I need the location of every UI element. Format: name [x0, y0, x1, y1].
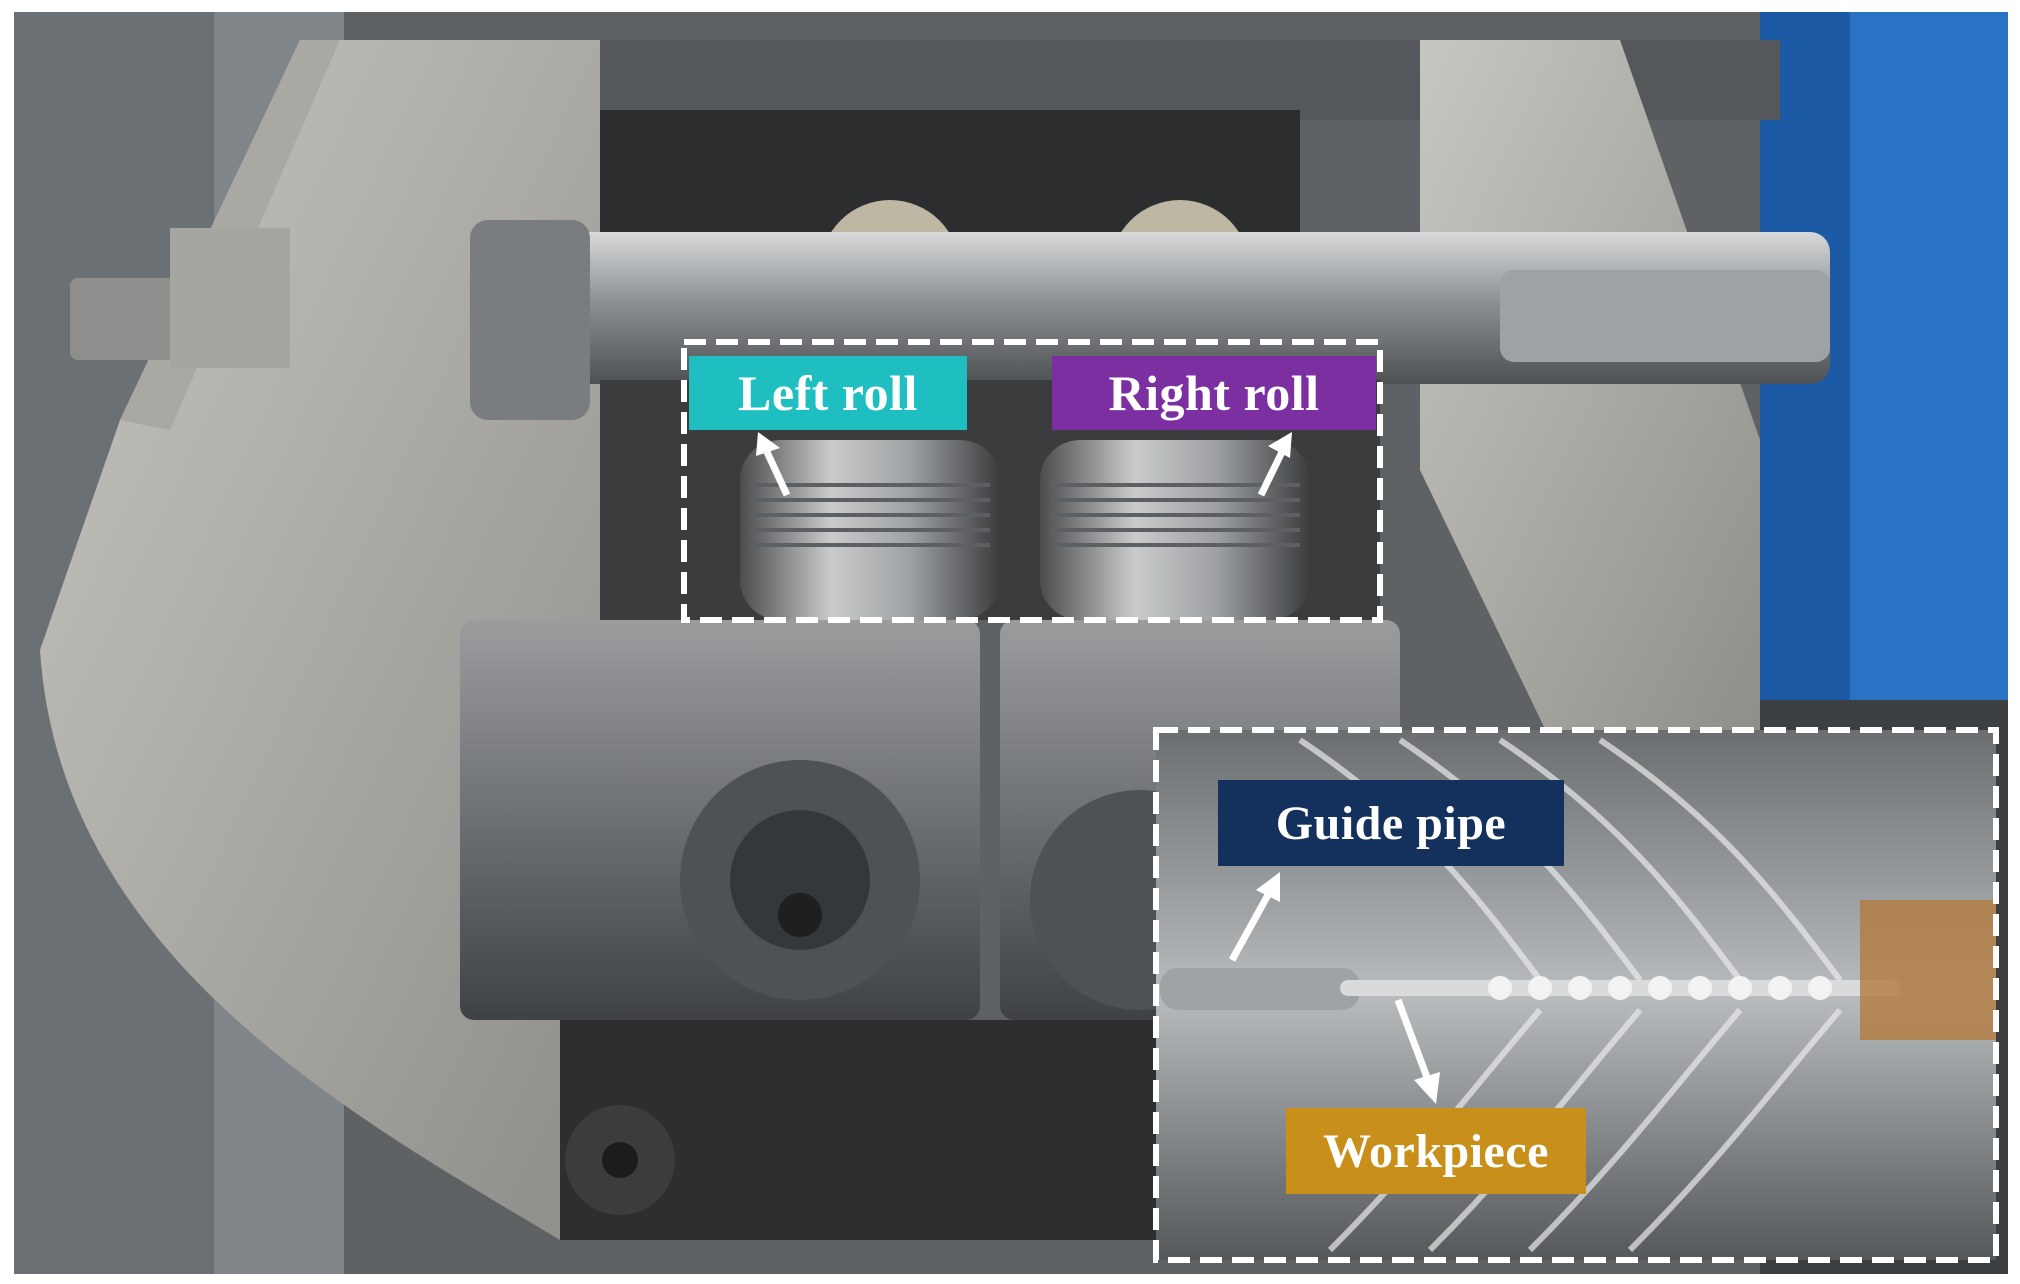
rolls-callout-frame	[681, 339, 1383, 623]
left-roll-label: Left roll	[689, 356, 967, 430]
inset-callout-frame	[1153, 727, 1999, 1263]
arrow-up-right-icon	[1228, 872, 1280, 962]
guide-pipe-label: Guide pipe	[1218, 780, 1564, 866]
right-roll-label: Right roll	[1052, 356, 1376, 430]
arrow-up-icon	[756, 432, 791, 497]
arrow-up-icon	[1257, 432, 1292, 497]
arrow-down-icon	[1394, 998, 1440, 1104]
workpiece-label: Workpiece	[1286, 1108, 1586, 1194]
